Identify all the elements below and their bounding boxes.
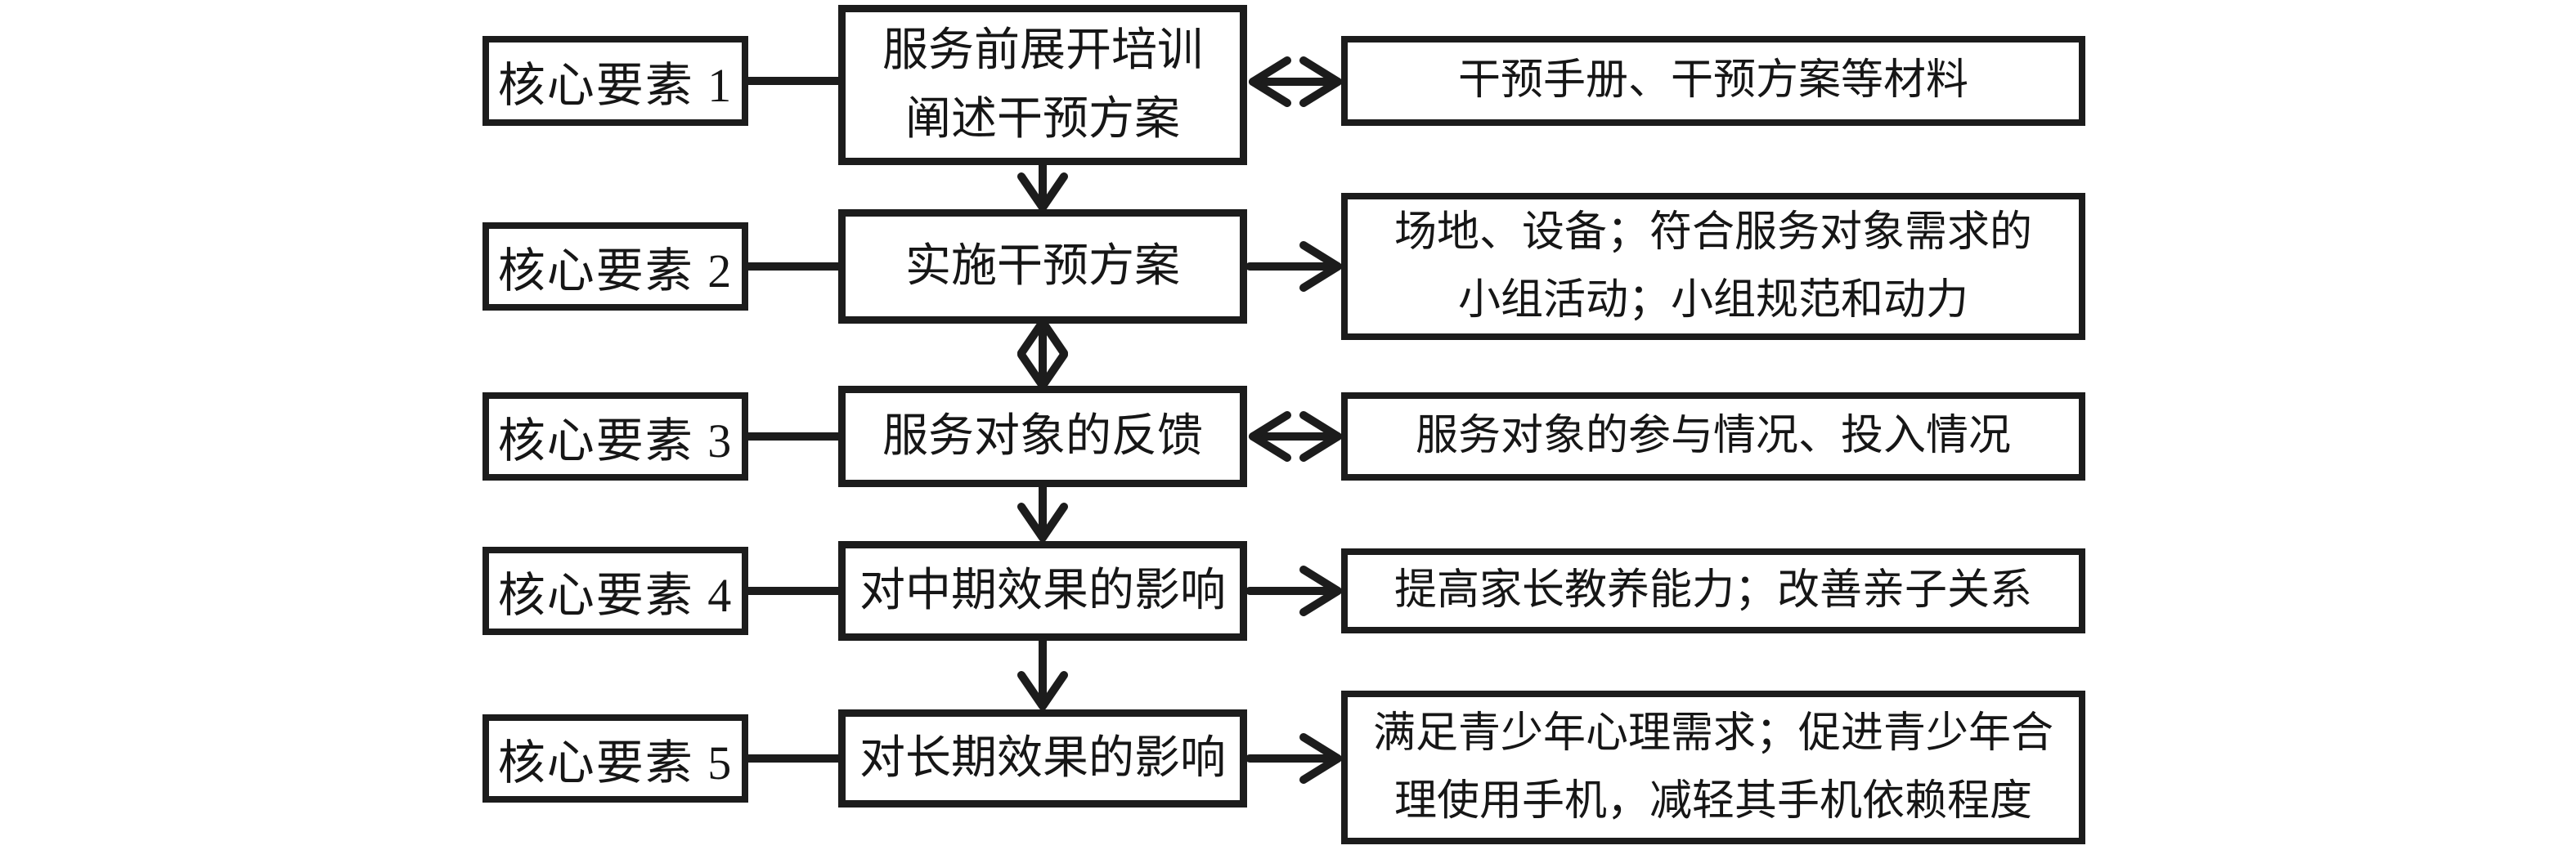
arrow-right-process2-detail2: [1245, 241, 1342, 292]
process-text-line: 服务对象的反馈: [882, 411, 1203, 462]
core-element-3-box: 核心要素 3: [482, 392, 748, 481]
arrow-double-horizontal-process3-detail3: [1249, 411, 1342, 462]
process-text-line: 对长期效果的影响: [859, 733, 1226, 784]
core-element-2-box: 核心要素 2: [482, 222, 748, 311]
arrow-down-process4-process5: [1017, 633, 1068, 710]
detail-box-psychological-needs: 满足青少年心理需求；促进青少年合 理使用手机，减轻其手机依赖程度: [1341, 691, 2085, 844]
core-element-5-label: 核心要素 5: [497, 736, 734, 790]
arrow-down-process1-process2: [1017, 158, 1068, 212]
process-text-line: 阐述干预方案: [905, 94, 1180, 145]
detail-box-venue-equipment: 场地、设备；符合服务对象需求的 小组活动；小组规范和动力: [1341, 193, 2085, 340]
detail-box-parenting: 提高家长教养能力；改善亲子关系: [1341, 548, 2085, 633]
arrow-right-process4-detail4: [1245, 566, 1342, 616]
arrow-right-process5-detail5: [1245, 733, 1342, 784]
detail-text-line: 场地、设备；符合服务对象需求的: [1393, 208, 2032, 256]
detail-text-line: 理使用手机，减轻其手机依赖程度: [1393, 778, 2032, 825]
core-element-4-label: 核心要素 4: [497, 569, 734, 622]
process-box-midterm-effects: 对中期效果的影响: [838, 541, 1247, 641]
detail-box-participation: 服务对象的参与情况、投入情况: [1341, 392, 2085, 481]
core-element-5-box: 核心要素 5: [482, 714, 748, 803]
core-element-4-box: 核心要素 4: [482, 547, 748, 635]
process-text-line: 实施干预方案: [905, 241, 1180, 292]
arrow-down-process3-process4: [1017, 480, 1068, 542]
detail-text-line: 服务对象的参与情况、投入情况: [1415, 413, 2011, 460]
detail-text-line: 提高家长教养能力；改善亲子关系: [1393, 567, 2032, 615]
core-element-1-label: 核心要素 1: [497, 59, 734, 112]
core-element-3-label: 核心要素 3: [497, 414, 734, 468]
process-text-line: 对中期效果的影响: [859, 566, 1226, 616]
process-box-training: 服务前展开培训 阐述干预方案: [838, 5, 1247, 165]
detail-text-line: 小组活动；小组规范和动力: [1457, 277, 1968, 324]
process-box-feedback: 服务对象的反馈: [838, 386, 1247, 487]
detail-text-line: 干预手册、干预方案等材料: [1457, 57, 1968, 105]
arrow-double-horizontal-process1-detail1: [1249, 56, 1342, 107]
detail-box-materials: 干预手册、干预方案等材料: [1341, 36, 2085, 126]
process-box-implementation: 实施干预方案: [838, 209, 1247, 324]
core-element-1-box: 核心要素 1: [482, 36, 748, 126]
process-text-line: 服务前展开培训: [882, 25, 1203, 76]
core-element-2-label: 核心要素 2: [497, 244, 734, 298]
arrow-double-vertical-process2-process3: [1017, 318, 1068, 390]
detail-text-line: 满足青少年心理需求；促进青少年合: [1372, 709, 2053, 757]
process-box-longterm-effects: 对长期效果的影响: [838, 709, 1247, 808]
